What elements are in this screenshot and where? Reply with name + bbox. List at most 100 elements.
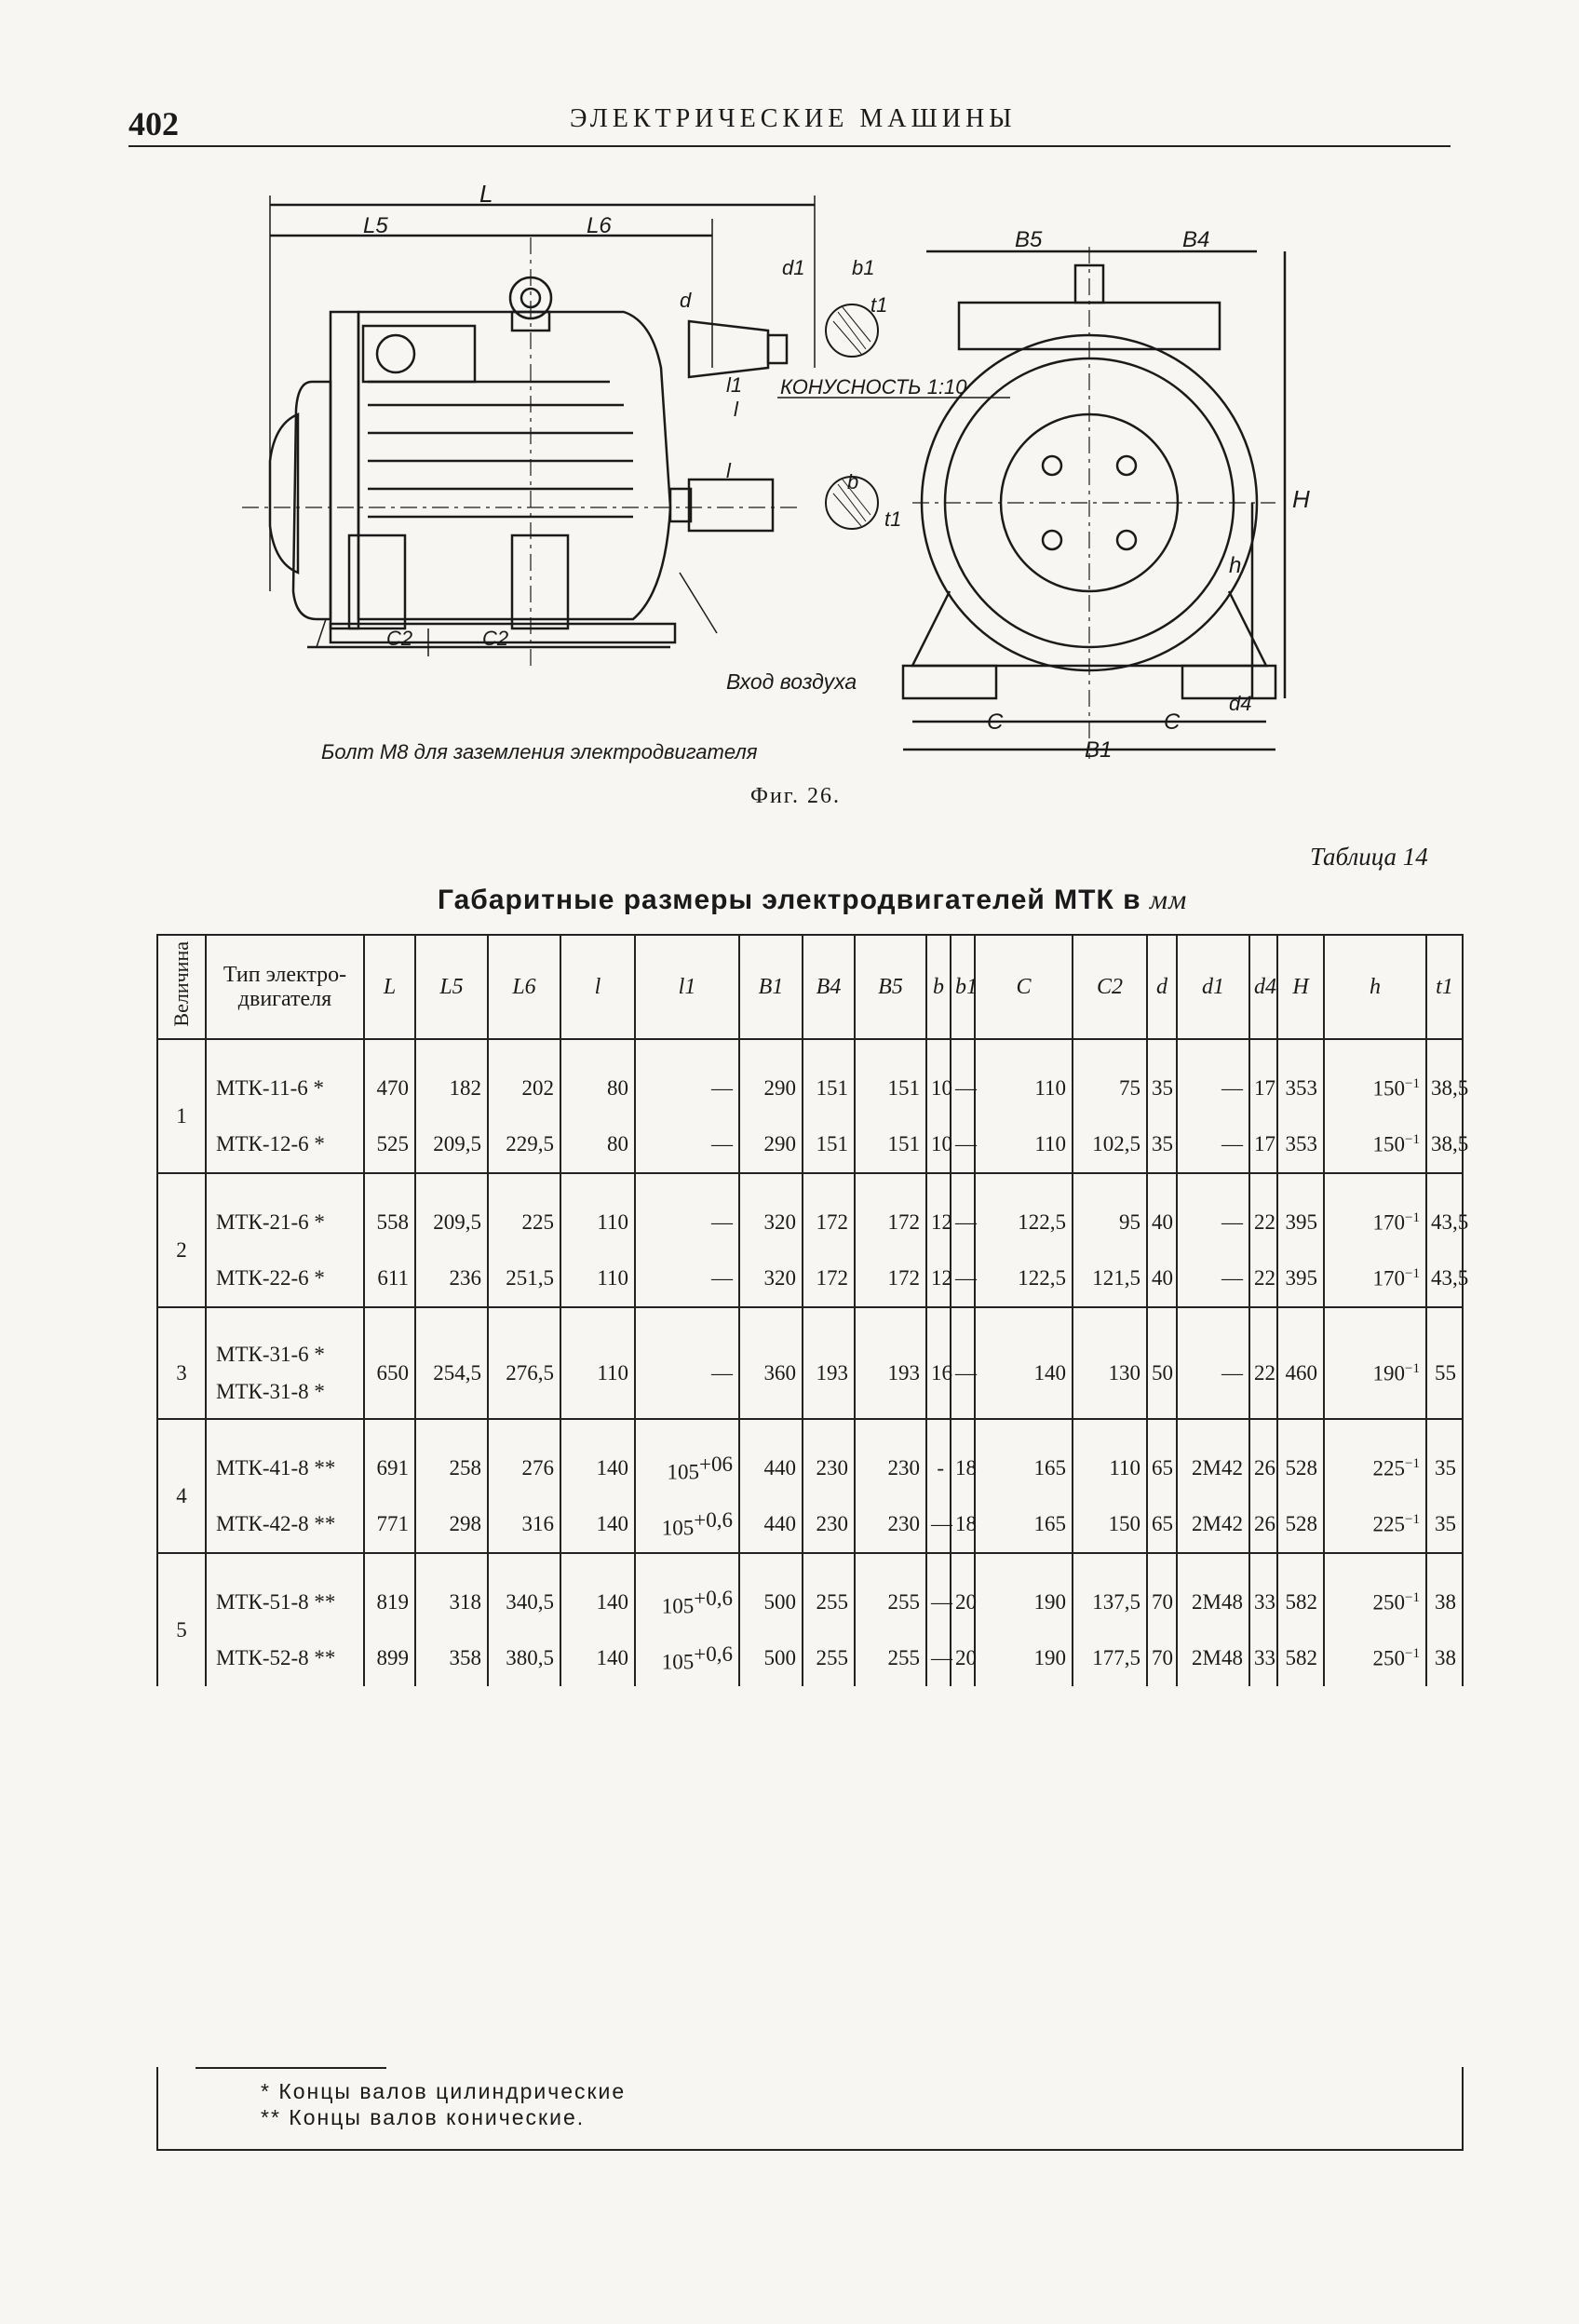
cell-t1: 35: [1425, 1418, 1464, 1496]
motor-side-view: [242, 237, 801, 666]
label-L6: L6: [587, 213, 612, 238]
cell-C2: 75: [1072, 1038, 1148, 1116]
cell-B5: 230: [854, 1496, 927, 1553]
label-h: h: [1229, 553, 1241, 578]
header-rule: [128, 145, 1451, 147]
cell-d4: 26: [1248, 1496, 1278, 1553]
cell-d4: 33: [1248, 1552, 1278, 1630]
cell-B4: 151: [802, 1038, 856, 1116]
col-B4: B4: [802, 934, 856, 1040]
page-number: 402: [128, 105, 179, 142]
running-title: ЭЛЕКТРИЧЕСКИЕ МАШИНЫ: [570, 104, 1017, 133]
cell-B1: 360: [738, 1306, 803, 1419]
cell-H: 528: [1276, 1496, 1325, 1553]
cell-type: МТК-41-8 **: [205, 1418, 365, 1496]
cell-d: 65: [1146, 1496, 1178, 1553]
table-frame-right: [1462, 2067, 1464, 2151]
cell-d1: —: [1176, 1116, 1250, 1173]
cell-l: 140: [560, 1552, 636, 1630]
table-title: Габаритные размеры электродвигателей МТК…: [438, 885, 1187, 916]
cell-H: 395: [1276, 1172, 1325, 1250]
cell-C2: 102,5: [1072, 1116, 1148, 1173]
cell-d: 70: [1146, 1552, 1178, 1630]
cell-H: 353: [1276, 1038, 1325, 1116]
cell-B1: 320: [738, 1172, 803, 1250]
cell-d: 50: [1146, 1306, 1178, 1419]
cell-L6: 229,5: [487, 1116, 561, 1173]
cell-C: 110: [974, 1038, 1073, 1116]
cell-C2: 177,5: [1072, 1630, 1148, 1686]
cell-L6: 380,5: [487, 1630, 561, 1686]
cell-h-tolerance: −1: [1405, 1209, 1420, 1225]
cell-b1: 20: [950, 1552, 977, 1630]
label-l-top: l: [734, 398, 739, 421]
cell-B5: 193: [854, 1306, 927, 1419]
col-type: Тип электро- двигателя: [205, 934, 365, 1040]
label-d1: d1: [782, 256, 804, 279]
cell-L: 691: [363, 1418, 416, 1496]
cell-l1: 105+06: [634, 1418, 740, 1496]
cell-d: 70: [1146, 1630, 1178, 1686]
cell-l1: —: [634, 1116, 740, 1173]
cell-b1: —: [950, 1306, 977, 1419]
cell-C: 190: [974, 1552, 1073, 1630]
col-size: Величина: [156, 934, 207, 1040]
cell-h: 170−1: [1323, 1250, 1427, 1307]
cell-b: —: [925, 1630, 952, 1686]
cell-H: 582: [1276, 1630, 1325, 1686]
cell-B4: 193: [802, 1306, 856, 1419]
cell-L: 819: [363, 1552, 416, 1630]
cell-L5: 254,5: [414, 1306, 489, 1419]
cell-C2: 110: [1072, 1418, 1148, 1496]
cell-h-tolerance: −1: [1405, 1075, 1420, 1091]
table-header-row: Величина Тип электро- двигателя L L5 L6 …: [156, 934, 1464, 1040]
label-L5: L5: [363, 213, 388, 238]
cell-t1: 38,5: [1425, 1038, 1468, 1116]
cell-B5: 172: [854, 1250, 927, 1307]
cell-d1: 2М42: [1176, 1496, 1250, 1553]
cell-C2: 137,5: [1072, 1552, 1148, 1630]
label-B4: B4: [1182, 227, 1209, 252]
figure-caption: Фиг. 26.: [750, 784, 841, 808]
label-C2-left: C2: [386, 627, 412, 650]
cell-H: 460: [1276, 1306, 1325, 1419]
cell-t1: 38: [1425, 1552, 1464, 1630]
cell-b1: —: [950, 1250, 977, 1307]
cell-H: 395: [1276, 1250, 1325, 1307]
col-B5: B5: [854, 934, 927, 1040]
cell-h: 190−1: [1323, 1306, 1427, 1419]
cell-L: 650: [363, 1306, 416, 1419]
cell-t1: 43,5: [1425, 1250, 1468, 1307]
cell-l1: —: [634, 1250, 740, 1307]
cell-l1: 105+0,6: [634, 1630, 740, 1686]
cell-b: 12: [925, 1172, 952, 1250]
label-b: b: [847, 470, 858, 493]
cell-B1: 290: [738, 1038, 803, 1116]
cell-h-tolerance: −1: [1405, 1360, 1420, 1376]
cell-C2: 130: [1072, 1306, 1148, 1419]
label-C2-right: C2: [482, 627, 508, 650]
cell-l1: —: [634, 1038, 740, 1116]
cell-type: МТК-22-6 *: [205, 1250, 365, 1307]
cell-l: 110: [560, 1306, 636, 1419]
cell-L: 525: [363, 1116, 416, 1173]
cell-l1: 105+0,6: [634, 1496, 740, 1553]
cell-d1: 2М42: [1176, 1418, 1250, 1496]
cell-l: 140: [560, 1630, 636, 1686]
cell-L5: 318: [414, 1552, 489, 1630]
cell-L5: 209,5: [414, 1172, 489, 1250]
label-taper: КОНУСНОСТЬ 1:10: [780, 375, 967, 399]
cell-L: 558: [363, 1172, 416, 1250]
cell-d: 65: [1146, 1418, 1178, 1496]
cell-B1: 500: [738, 1630, 803, 1686]
cell-B5: 151: [854, 1038, 927, 1116]
cell-h-tolerance: −1: [1405, 1511, 1420, 1527]
cell-B4: 230: [802, 1496, 856, 1553]
cell-l1-tolerance: +0,6: [694, 1507, 733, 1532]
cell-l1-tolerance: +0,6: [694, 1586, 733, 1610]
cell-type: МТК-31-6 *МТК-31-8 *: [205, 1306, 365, 1419]
cell-B4: 255: [802, 1630, 856, 1686]
